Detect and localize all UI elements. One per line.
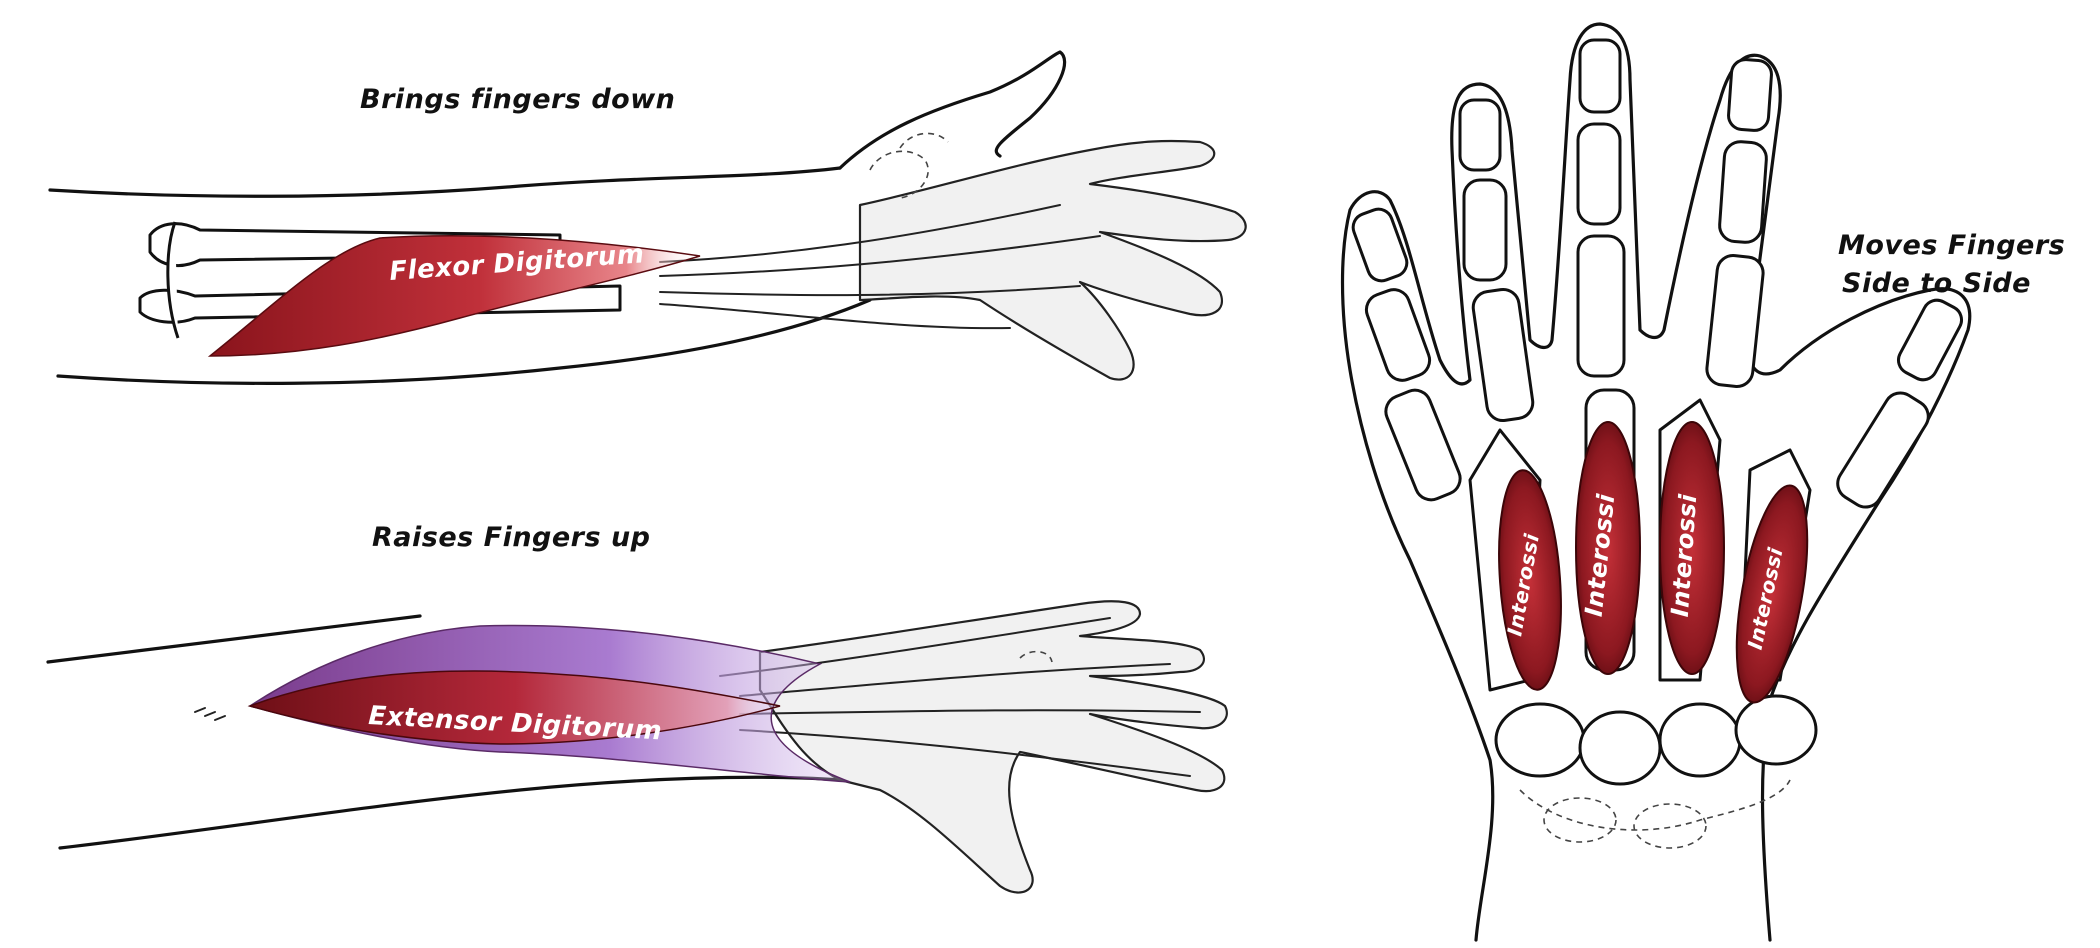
flexor-caption: Brings fingers down (360, 84, 675, 115)
extensor-digitorum-muscle (247, 670, 781, 745)
hand-drawing: Interossi Interossi Interossi Interossi (1340, 22, 1972, 942)
flexor-digitorum-muscle (207, 235, 701, 357)
interossi-muscle-3 (1659, 421, 1725, 675)
interossi-muscle-4 (1735, 484, 1809, 704)
flexor-forearm-drawing: Flexor Digitorum (48, 50, 1247, 385)
interossi-muscle-2 (1575, 421, 1641, 675)
extensor-caption: Raises Fingers up (372, 522, 651, 553)
extensor-forearm-drawing: Extensor Digitorum (46, 600, 1228, 894)
hand-caption-line1: Moves Fingers (1838, 230, 2065, 261)
hand-caption-line2: Side to Side (1842, 268, 2031, 299)
interossi-muscle-1 (1498, 469, 1562, 691)
